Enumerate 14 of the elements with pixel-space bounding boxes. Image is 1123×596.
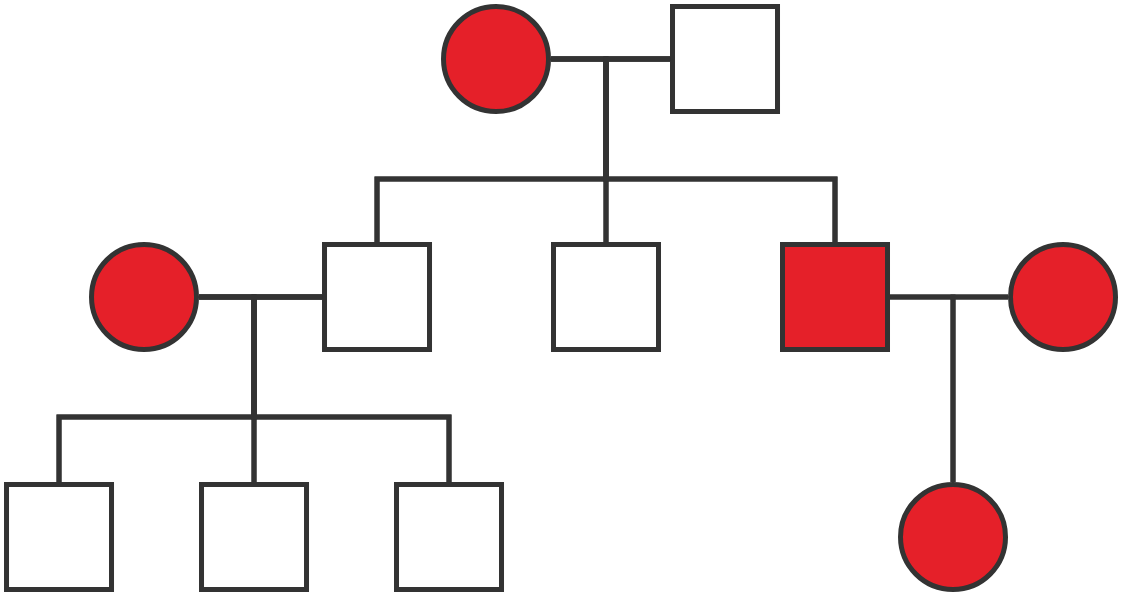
circle-symbol <box>441 4 551 114</box>
pedigree-line <box>251 294 452 482</box>
circle-symbol <box>898 482 1008 592</box>
pedigree-line <box>950 294 1008 482</box>
square-symbol <box>394 482 504 592</box>
square-symbol <box>670 4 780 114</box>
square-symbol <box>551 242 661 352</box>
pedigree-line <box>603 56 838 242</box>
square-symbol <box>199 482 309 592</box>
square-symbol <box>780 242 890 352</box>
square-symbol <box>4 482 114 592</box>
circle-symbol <box>1008 242 1118 352</box>
square-symbol <box>322 242 432 352</box>
circle-symbol <box>89 242 199 352</box>
